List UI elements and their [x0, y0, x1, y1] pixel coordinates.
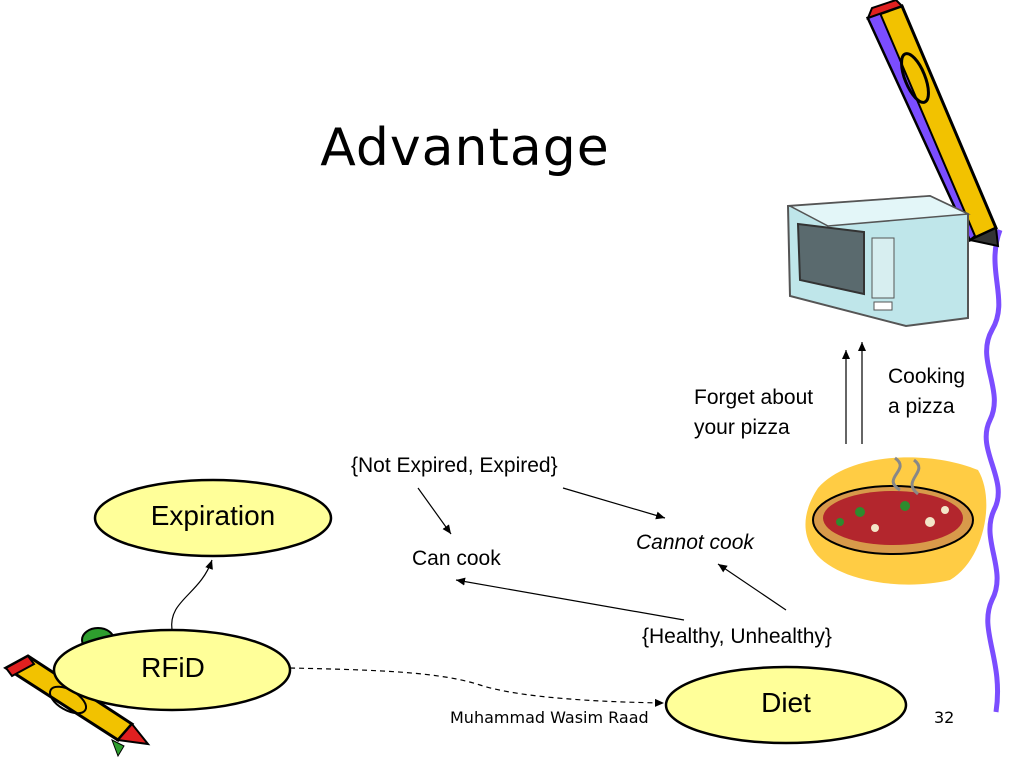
- microwave-icon: [786, 194, 971, 328]
- cooking-line-2: a pizza: [888, 395, 955, 418]
- slide-title: Advantage: [320, 118, 610, 178]
- pencil-icon: [865, 0, 1000, 248]
- cord-line: [983, 229, 1003, 713]
- forget-line-2: your pizza: [694, 416, 790, 439]
- rfid-label: RFiD: [141, 652, 205, 683]
- health-states-label: {Healthy, Unhealthy}: [642, 625, 832, 648]
- cannot-cook-label: Cannot cook: [636, 531, 754, 554]
- footer-author: Muhammad Wasim Raad: [450, 708, 649, 727]
- expiration-label: Expiration: [150, 500, 276, 531]
- health-to-cannotcook-arrow: [717, 563, 787, 611]
- cooking-line-1: Cooking: [888, 365, 966, 388]
- expiry-states-label: {Not Expired, Expired}: [351, 454, 558, 477]
- cooking-pizza-label: Cooking a pizza: [888, 362, 965, 422]
- can-cook-label: Can cook: [412, 547, 501, 570]
- pizza-icon: [805, 456, 987, 585]
- forget-pizza-label: Forget about your pizza: [694, 383, 813, 443]
- forget-line-1: Forget about: [694, 386, 814, 409]
- expiry-to-cannotcook-arrow: [562, 487, 666, 520]
- rfid-to-expiration-arrow: [171, 559, 213, 631]
- expiration-node: [93, 478, 333, 558]
- expiry-to-cancook-arrow: [417, 487, 452, 535]
- diet-node: [664, 665, 908, 745]
- page-number: 32: [934, 708, 955, 727]
- diet-label: Diet: [761, 687, 811, 718]
- rfid-to-diet-dashed: [289, 667, 665, 707]
- health-to-cancook-arrow: [455, 577, 685, 621]
